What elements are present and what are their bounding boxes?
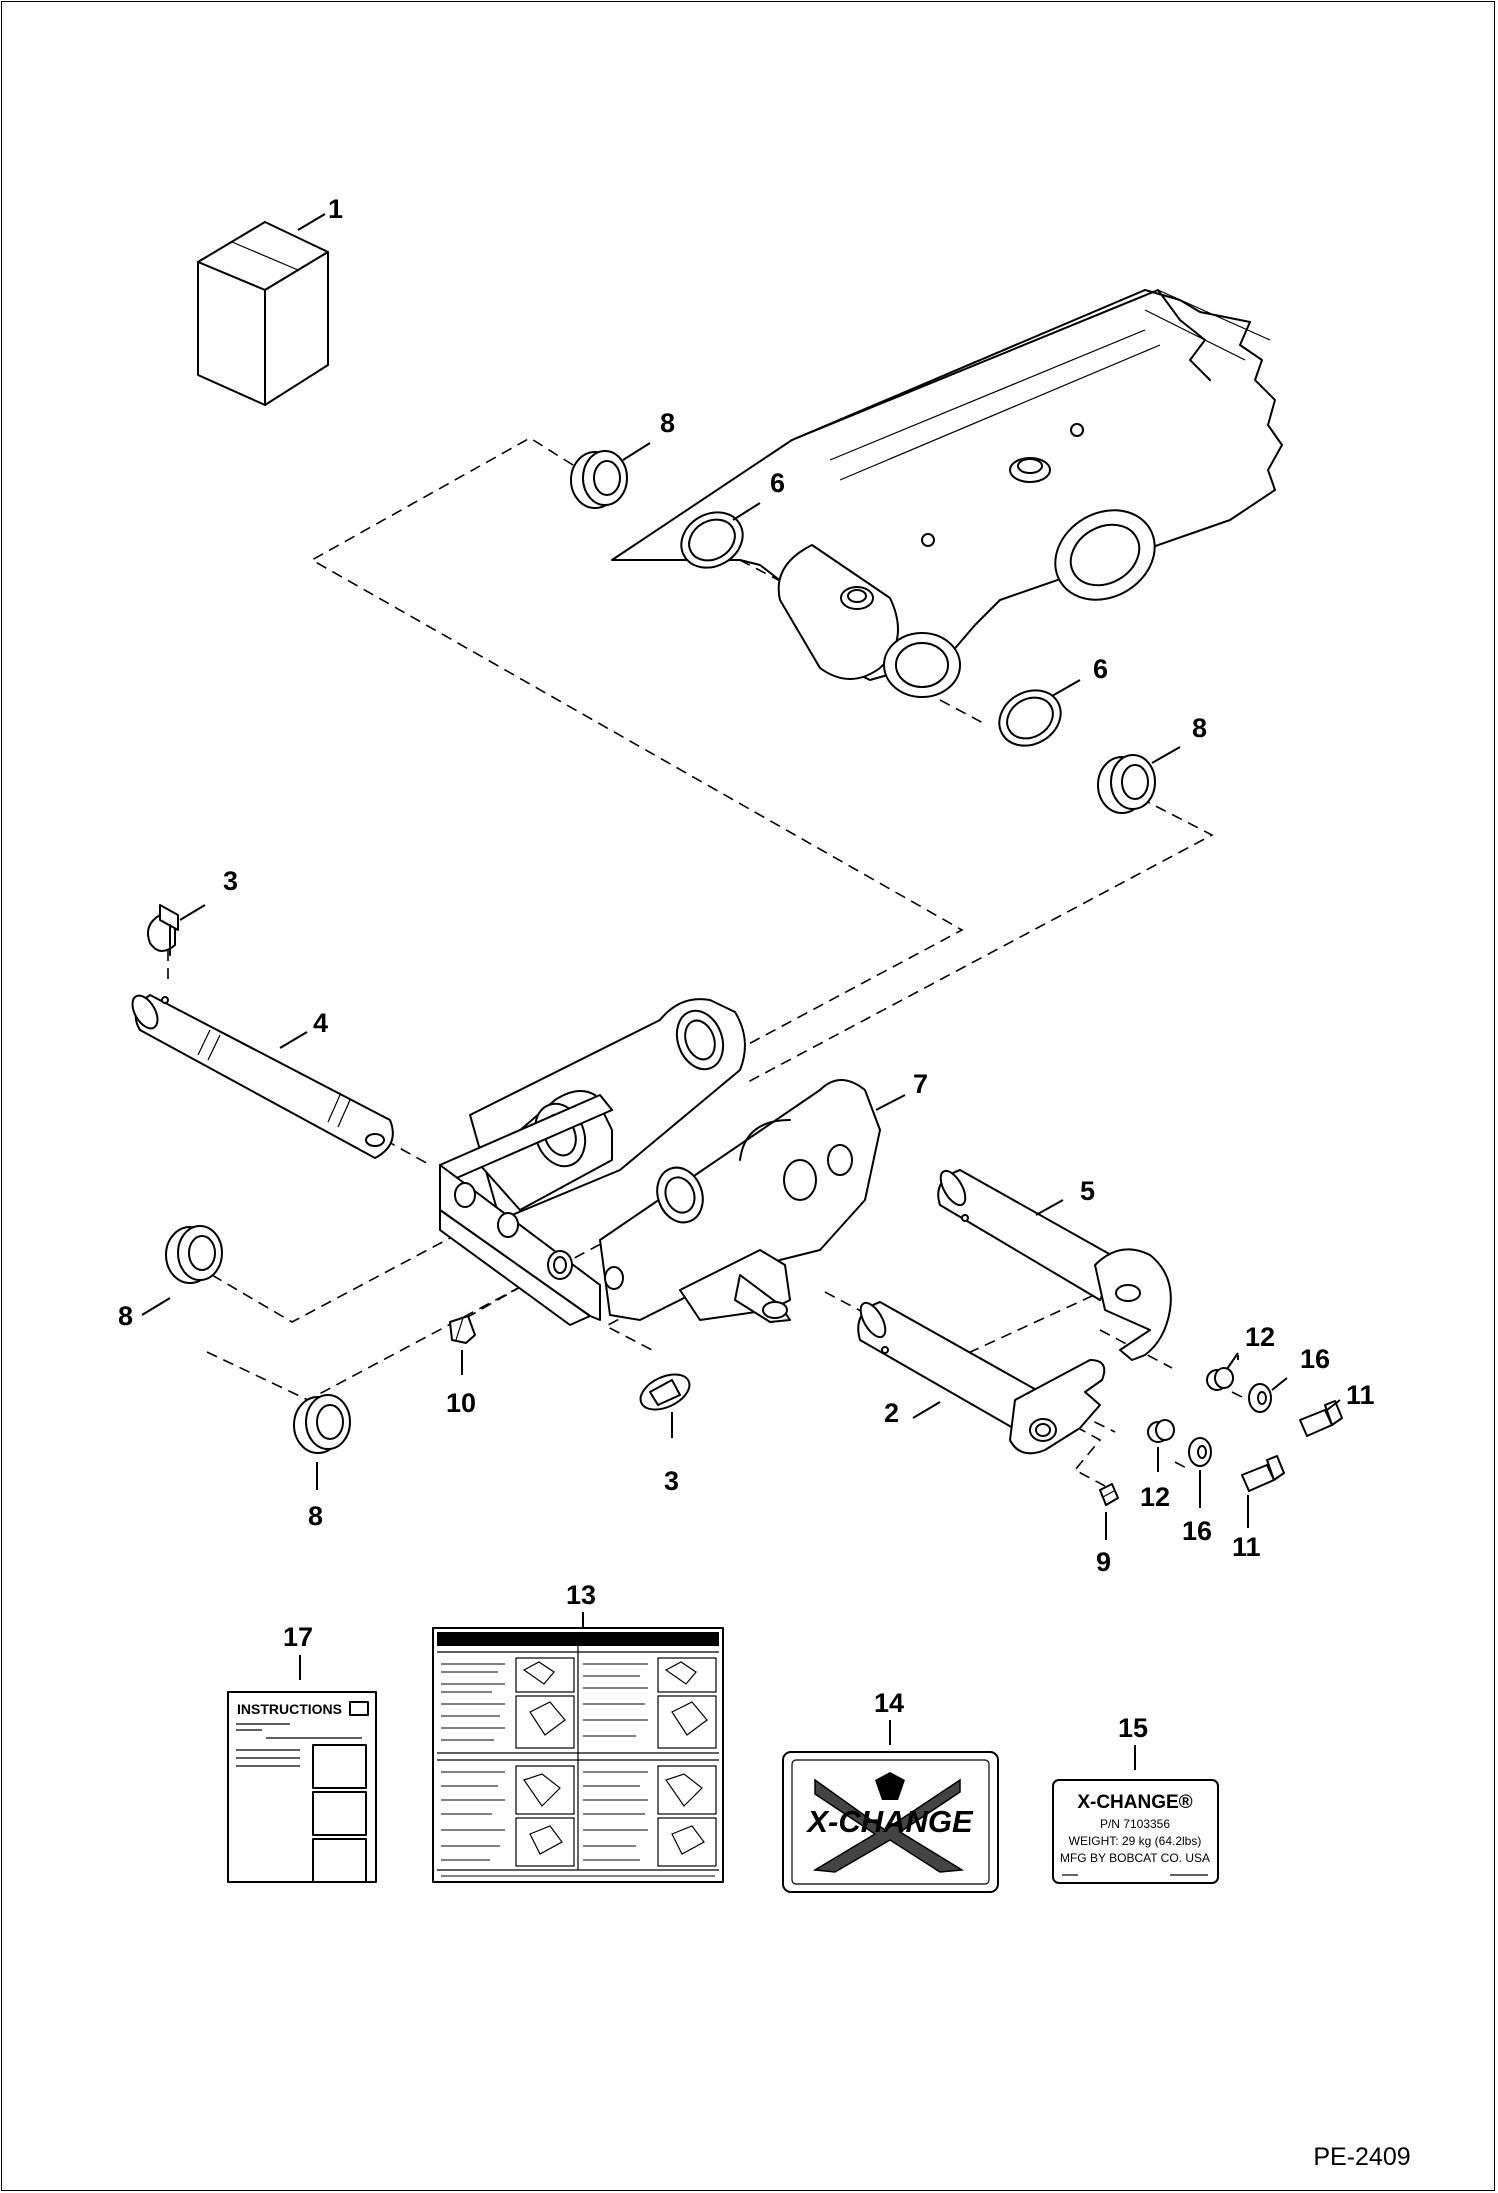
plug-part-10	[449, 1315, 476, 1344]
x-change-decal-part-14	[782, 1751, 999, 1893]
callout-3-upper: 3	[223, 866, 238, 896]
callout-12-lower: 12	[1140, 1482, 1170, 1512]
callout-6-upper: 6	[770, 468, 785, 498]
bolt-part-11-lower	[1241, 1455, 1285, 1492]
id-plate-part-15	[1052, 1779, 1219, 1884]
callout-10: 10	[446, 1388, 476, 1418]
callout-11-upper: 11	[1346, 1380, 1375, 1410]
callout-6-lower: 6	[1093, 654, 1108, 684]
kit-box-part-1	[197, 221, 329, 406]
callout-3-lower: 3	[664, 1466, 679, 1496]
o-ring-part-6-upper	[680, 511, 744, 569]
spacer-part-12-lower	[1147, 1419, 1175, 1443]
instructions-title: INSTRUCTIONS	[237, 1701, 342, 1717]
callout-1: 1	[328, 194, 343, 224]
coupler-frame-part-7	[439, 998, 881, 1326]
instructions-manual-part-17	[227, 1691, 377, 1883]
callout-12-upper: 12	[1245, 1322, 1275, 1352]
seal-part-8-top	[570, 450, 628, 509]
callout-9: 9	[1096, 1547, 1111, 1577]
callout-8-bottom: 8	[308, 1501, 323, 1531]
id-plate-manufacturer: MFG BY BOBCAT CO. USA	[1060, 1851, 1210, 1865]
callout-7: 7	[913, 1069, 928, 1099]
seal-part-8-right	[1097, 754, 1156, 814]
bolt-part-11-upper	[1299, 1400, 1343, 1437]
callout-13: 13	[566, 1580, 596, 1610]
id-plate-part-number: P/N 7103356	[1100, 1817, 1170, 1831]
callout-8-left: 8	[118, 1301, 133, 1331]
spacer-part-12-upper	[1206, 1367, 1234, 1391]
x-change-decal-text: X-CHANGE	[805, 1804, 974, 1839]
seal-part-8-bottom	[293, 1394, 351, 1454]
long-pin-part-4	[131, 994, 394, 1159]
callout-14: 14	[874, 1688, 904, 1718]
pin-part-5	[937, 1169, 1172, 1361]
callout-17: 17	[283, 1622, 313, 1652]
lynch-pin-part-3-upper	[147, 904, 179, 956]
callout-8-right: 8	[1192, 713, 1207, 743]
callout-16-upper: 16	[1300, 1344, 1330, 1374]
washer-part-16-lower	[1188, 1437, 1212, 1467]
callout-5: 5	[1080, 1176, 1095, 1206]
callout-16-lower: 16	[1182, 1516, 1212, 1546]
leader-lines	[141, 213, 1341, 1770]
callout-2: 2	[884, 1398, 899, 1428]
pin-part-2	[857, 1301, 1106, 1455]
id-plate-title: X-CHANGE®	[1077, 1792, 1192, 1813]
callout-labels: 1 8 6 6 8 3 4 7 5 8 10 3 8 2 12 16 11 9 …	[118, 194, 1375, 1743]
grease-fitting-part-9	[1099, 1483, 1119, 1506]
callout-4: 4	[313, 1008, 328, 1038]
callout-15: 15	[1118, 1713, 1148, 1743]
document-id: PE-2409	[1313, 2143, 1410, 2171]
callout-11-lower: 11	[1232, 1532, 1261, 1562]
callout-8-top: 8	[660, 408, 675, 438]
seal-part-8-left	[165, 1225, 223, 1284]
operation-decal-part-13	[432, 1627, 724, 1883]
id-plate-weight: WEIGHT: 29 kg (64.2lbs)	[1069, 1834, 1202, 1848]
lynch-pin-part-3-lower	[639, 1373, 691, 1411]
excavator-arm	[611, 289, 1283, 698]
o-ring-part-6-lower	[998, 689, 1062, 747]
washer-part-16-upper	[1248, 1383, 1272, 1413]
